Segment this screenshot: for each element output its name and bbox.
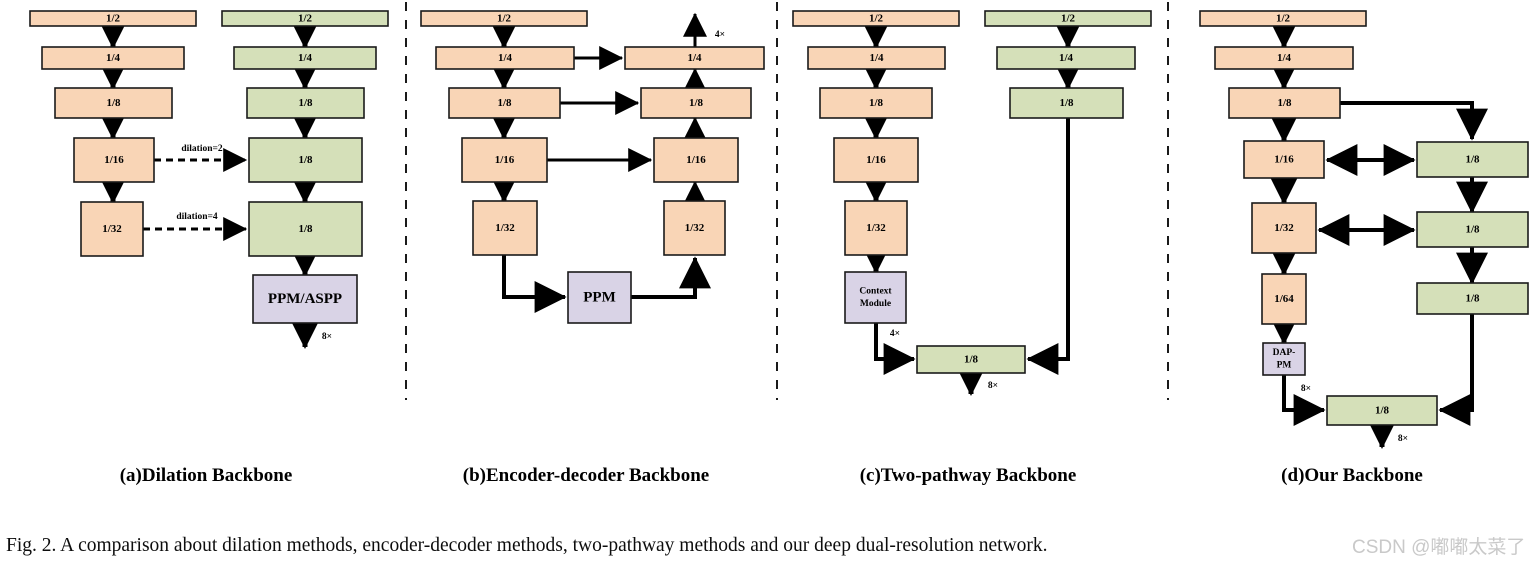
panel-title-b: (b)Encoder-decoder Backbone xyxy=(463,465,709,486)
c-label-8x: 8× xyxy=(988,381,998,391)
a-ppm-aspp: PPM/ASPP xyxy=(252,274,358,324)
c-green-1-2: 1/2 xyxy=(984,10,1152,27)
b-ppm: PPM xyxy=(567,271,632,324)
d-green-1-8-b: 1/8 xyxy=(1416,211,1529,248)
a-green-1-2: 1/2 xyxy=(221,10,389,27)
b-enc-1-8: 1/8 xyxy=(448,87,561,119)
panel-title-d: (d)Our Backbone xyxy=(1281,465,1423,486)
d-label-8x-output: 8× xyxy=(1398,434,1408,444)
a-orange-1-2: 1/2 xyxy=(29,10,197,27)
a-green-1-4: 1/4 xyxy=(233,46,377,70)
c-orange-1-8: 1/8 xyxy=(819,87,933,119)
b-dec-1-32: 1/32 xyxy=(663,200,726,256)
a-orange-1-4: 1/4 xyxy=(41,46,185,70)
c-green-1-8: 1/8 xyxy=(1009,87,1124,119)
a-green-1-8-c: 1/8 xyxy=(248,201,363,257)
d-orange-1-16: 1/16 xyxy=(1243,140,1325,179)
d-orange-1-32: 1/32 xyxy=(1251,202,1317,254)
figure-caption: Fig. 2. A comparison about dilation meth… xyxy=(6,535,1048,556)
edge-labels: dilation=2 dilation=4 8× 4× 4× 8× 8× 8× xyxy=(176,30,1408,444)
b-enc-1-2: 1/2 xyxy=(420,10,588,27)
a-label-dilation-4: dilation=4 xyxy=(176,212,218,222)
a-orange-1-16: 1/16 xyxy=(73,137,155,183)
b-label-4x: 4× xyxy=(715,30,725,40)
c-fuse-1-8: 1/8 xyxy=(916,345,1026,374)
b-dec-1-4: 1/4 xyxy=(624,46,765,70)
flow-edges xyxy=(98,12,1488,450)
d-dappm: DAP-PM xyxy=(1262,342,1306,376)
a-orange-1-8: 1/8 xyxy=(54,87,173,119)
b-edge-1-32-to-ppm xyxy=(502,255,567,313)
d-orange-1-2: 1/2 xyxy=(1199,10,1367,27)
c-orange-1-16: 1/16 xyxy=(833,137,919,183)
a-orange-1-32: 1/32 xyxy=(80,201,144,257)
d-edge-1-8-to-green xyxy=(1340,101,1488,141)
d-orange-1-64: 1/64 xyxy=(1261,273,1307,325)
b-dec-1-8: 1/8 xyxy=(640,87,752,119)
c-orange-1-4: 1/4 xyxy=(807,46,946,70)
d-edge-dappm-to-fuse xyxy=(1282,375,1326,426)
a-label-8x: 8× xyxy=(322,332,332,342)
panel-title-a: (a)Dilation Backbone xyxy=(120,465,293,486)
panel-titles: (a)Dilation Backbone (b)Encoder-decoder B… xyxy=(120,465,1423,486)
c-orange-1-32: 1/32 xyxy=(844,200,908,256)
d-green-1-8-a: 1/8 xyxy=(1416,141,1529,178)
d-edge-green-c-to-fuse xyxy=(1438,314,1474,426)
d-fuse-1-8: 1/8 xyxy=(1326,395,1438,426)
c-green-1-4: 1/4 xyxy=(996,46,1136,70)
b-edge-ppm-to-1-32 xyxy=(631,256,711,299)
panel-separators xyxy=(405,2,1169,400)
a-green-1-8-b: 1/8 xyxy=(248,137,363,183)
c-edge-ctx-to-fuse xyxy=(874,323,916,375)
c-edge-green-to-fuse xyxy=(1026,118,1070,375)
b-enc-1-32: 1/32 xyxy=(472,200,538,256)
d-orange-1-8: 1/8 xyxy=(1228,87,1341,119)
c-label-4x: 4× xyxy=(890,329,900,339)
a-green-1-8-a: 1/8 xyxy=(246,87,365,119)
csdn-watermark: CSDN @嘟嘟太菜了 xyxy=(1352,536,1525,558)
panel-title-c: (c)Two-pathway Backbone xyxy=(860,465,1077,486)
d-orange-1-4: 1/4 xyxy=(1214,46,1354,70)
c-orange-1-2: 1/2 xyxy=(792,10,960,27)
b-enc-1-16: 1/16 xyxy=(461,137,548,183)
flow-nodes: 1/21/41/81/161/321/21/41/81/81/8PPM/ASPP… xyxy=(29,10,1529,426)
d-label-8x-upsample: 8× xyxy=(1301,384,1311,394)
b-dec-1-16: 1/16 xyxy=(653,137,739,183)
d-green-1-8-c: 1/8 xyxy=(1416,282,1529,315)
a-label-dilation-2: dilation=2 xyxy=(181,144,223,154)
b-enc-1-4: 1/4 xyxy=(435,46,575,70)
